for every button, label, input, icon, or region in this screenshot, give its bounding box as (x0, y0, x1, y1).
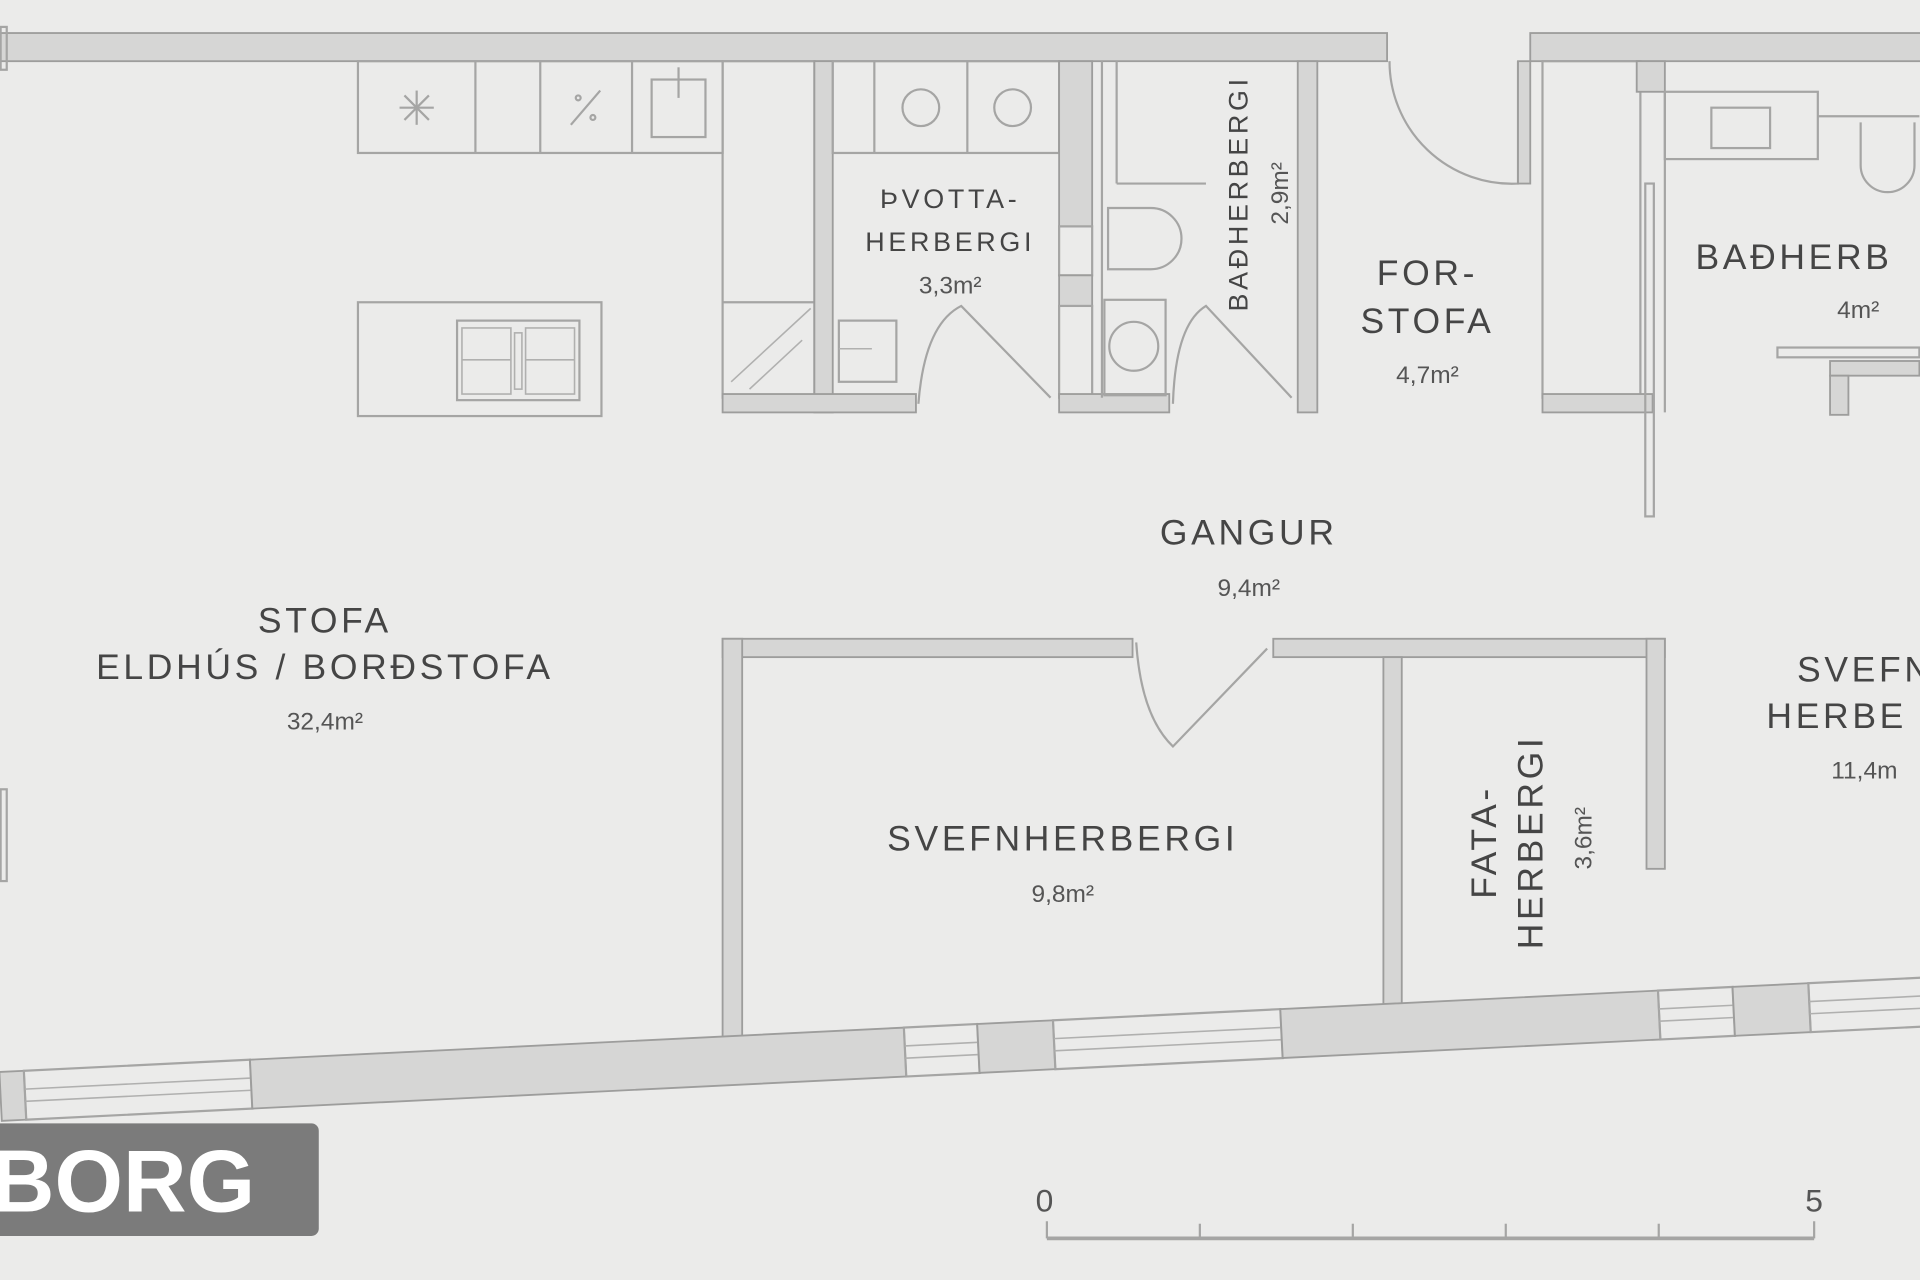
wall (1058, 274, 1094, 307)
room-label-stofa2: STOFA (1360, 301, 1494, 341)
wall (721, 637, 1134, 659)
room-label-herbergi: HERBERGI (865, 227, 1035, 257)
door-laundry[interactable] (917, 304, 1052, 404)
room-area: 3,3m² (919, 273, 982, 300)
wall (1829, 374, 1850, 416)
scale-bar: 0 5 (1036, 1182, 1823, 1241)
wall (721, 637, 744, 1039)
kitchen-counter (356, 60, 816, 399)
room-label-thvotta: ÞVOTTA- (880, 184, 1020, 214)
toilet-icon (1859, 122, 1916, 194)
room-label-svefn2: SVEFN (1797, 650, 1920, 690)
room-area: 9,8m² (1032, 881, 1095, 908)
front-door[interactable] (1388, 61, 1520, 185)
door-bedroom[interactable] (1135, 642, 1268, 749)
dryer-icon (993, 88, 1033, 128)
cooktop-icon (455, 319, 581, 402)
room-label-for: FOR- (1377, 253, 1478, 293)
wall (1635, 60, 1666, 93)
dishwasher-icon (570, 89, 602, 126)
wall (1829, 360, 1920, 377)
room-area: 11,4m (1831, 757, 1897, 784)
room-label-fataherbergi: HERBERGI (1510, 735, 1550, 950)
wall (1541, 393, 1654, 414)
window (1656, 985, 1737, 1041)
room-area: 32,4m² (287, 708, 363, 735)
window (22, 1058, 254, 1121)
wall-stub (0, 25, 8, 71)
toilet-icon (1106, 206, 1183, 271)
wall (1058, 60, 1094, 228)
room-label-eldhus: ELDHÚS / BORÐSTOFA (96, 647, 554, 687)
wall (1272, 637, 1666, 659)
room-label-stofa: STOFA (258, 601, 392, 641)
wall (813, 60, 834, 414)
wall (1058, 393, 1171, 414)
wall-top-right (1529, 32, 1920, 63)
wall (721, 393, 917, 414)
washer-dryer (831, 60, 1061, 155)
window (1807, 976, 1920, 1034)
sliding-door[interactable] (1644, 182, 1655, 518)
scale-start: 0 (1036, 1182, 1054, 1218)
room-area: 9,4m² (1218, 575, 1281, 602)
room-area: 4,7m² (1396, 362, 1459, 389)
room-label-badherbergi: BAÐHERBERGI (1224, 75, 1254, 311)
fridge-icon (399, 90, 434, 125)
room-label-gangur: GANGUR (1160, 513, 1338, 553)
sink-icon (650, 67, 707, 139)
wall (1382, 656, 1403, 1007)
room-label-herbe: HERBE (1766, 696, 1907, 736)
wall-top-left (0, 32, 1388, 63)
room-area: 4m² (1837, 297, 1879, 324)
window (1051, 1007, 1284, 1071)
door-bathroom1[interactable] (1171, 304, 1293, 404)
logo: BORG (0, 1123, 319, 1236)
svg-text:BORG: BORG (0, 1131, 255, 1230)
wall (1645, 637, 1666, 870)
room-area: 3,6m² (1570, 807, 1597, 870)
sink-icon (1710, 106, 1772, 150)
sink-icon (1108, 320, 1160, 372)
wall-bottom (0, 976, 1920, 1122)
wall (1296, 60, 1319, 414)
wall (1517, 60, 1532, 185)
scale-end: 5 (1805, 1182, 1823, 1218)
window-left (0, 788, 8, 883)
room-label-svefnherbergi: SVEFNHERBERGI (887, 818, 1238, 858)
window (902, 1022, 981, 1078)
kitchen-island (356, 301, 603, 418)
room-label-badherbergi2: BAÐHERB (1695, 237, 1892, 277)
room-label-fata: FATA- (1464, 785, 1504, 899)
washer-icon (901, 88, 941, 128)
room-area: 2,9m² (1267, 162, 1294, 225)
